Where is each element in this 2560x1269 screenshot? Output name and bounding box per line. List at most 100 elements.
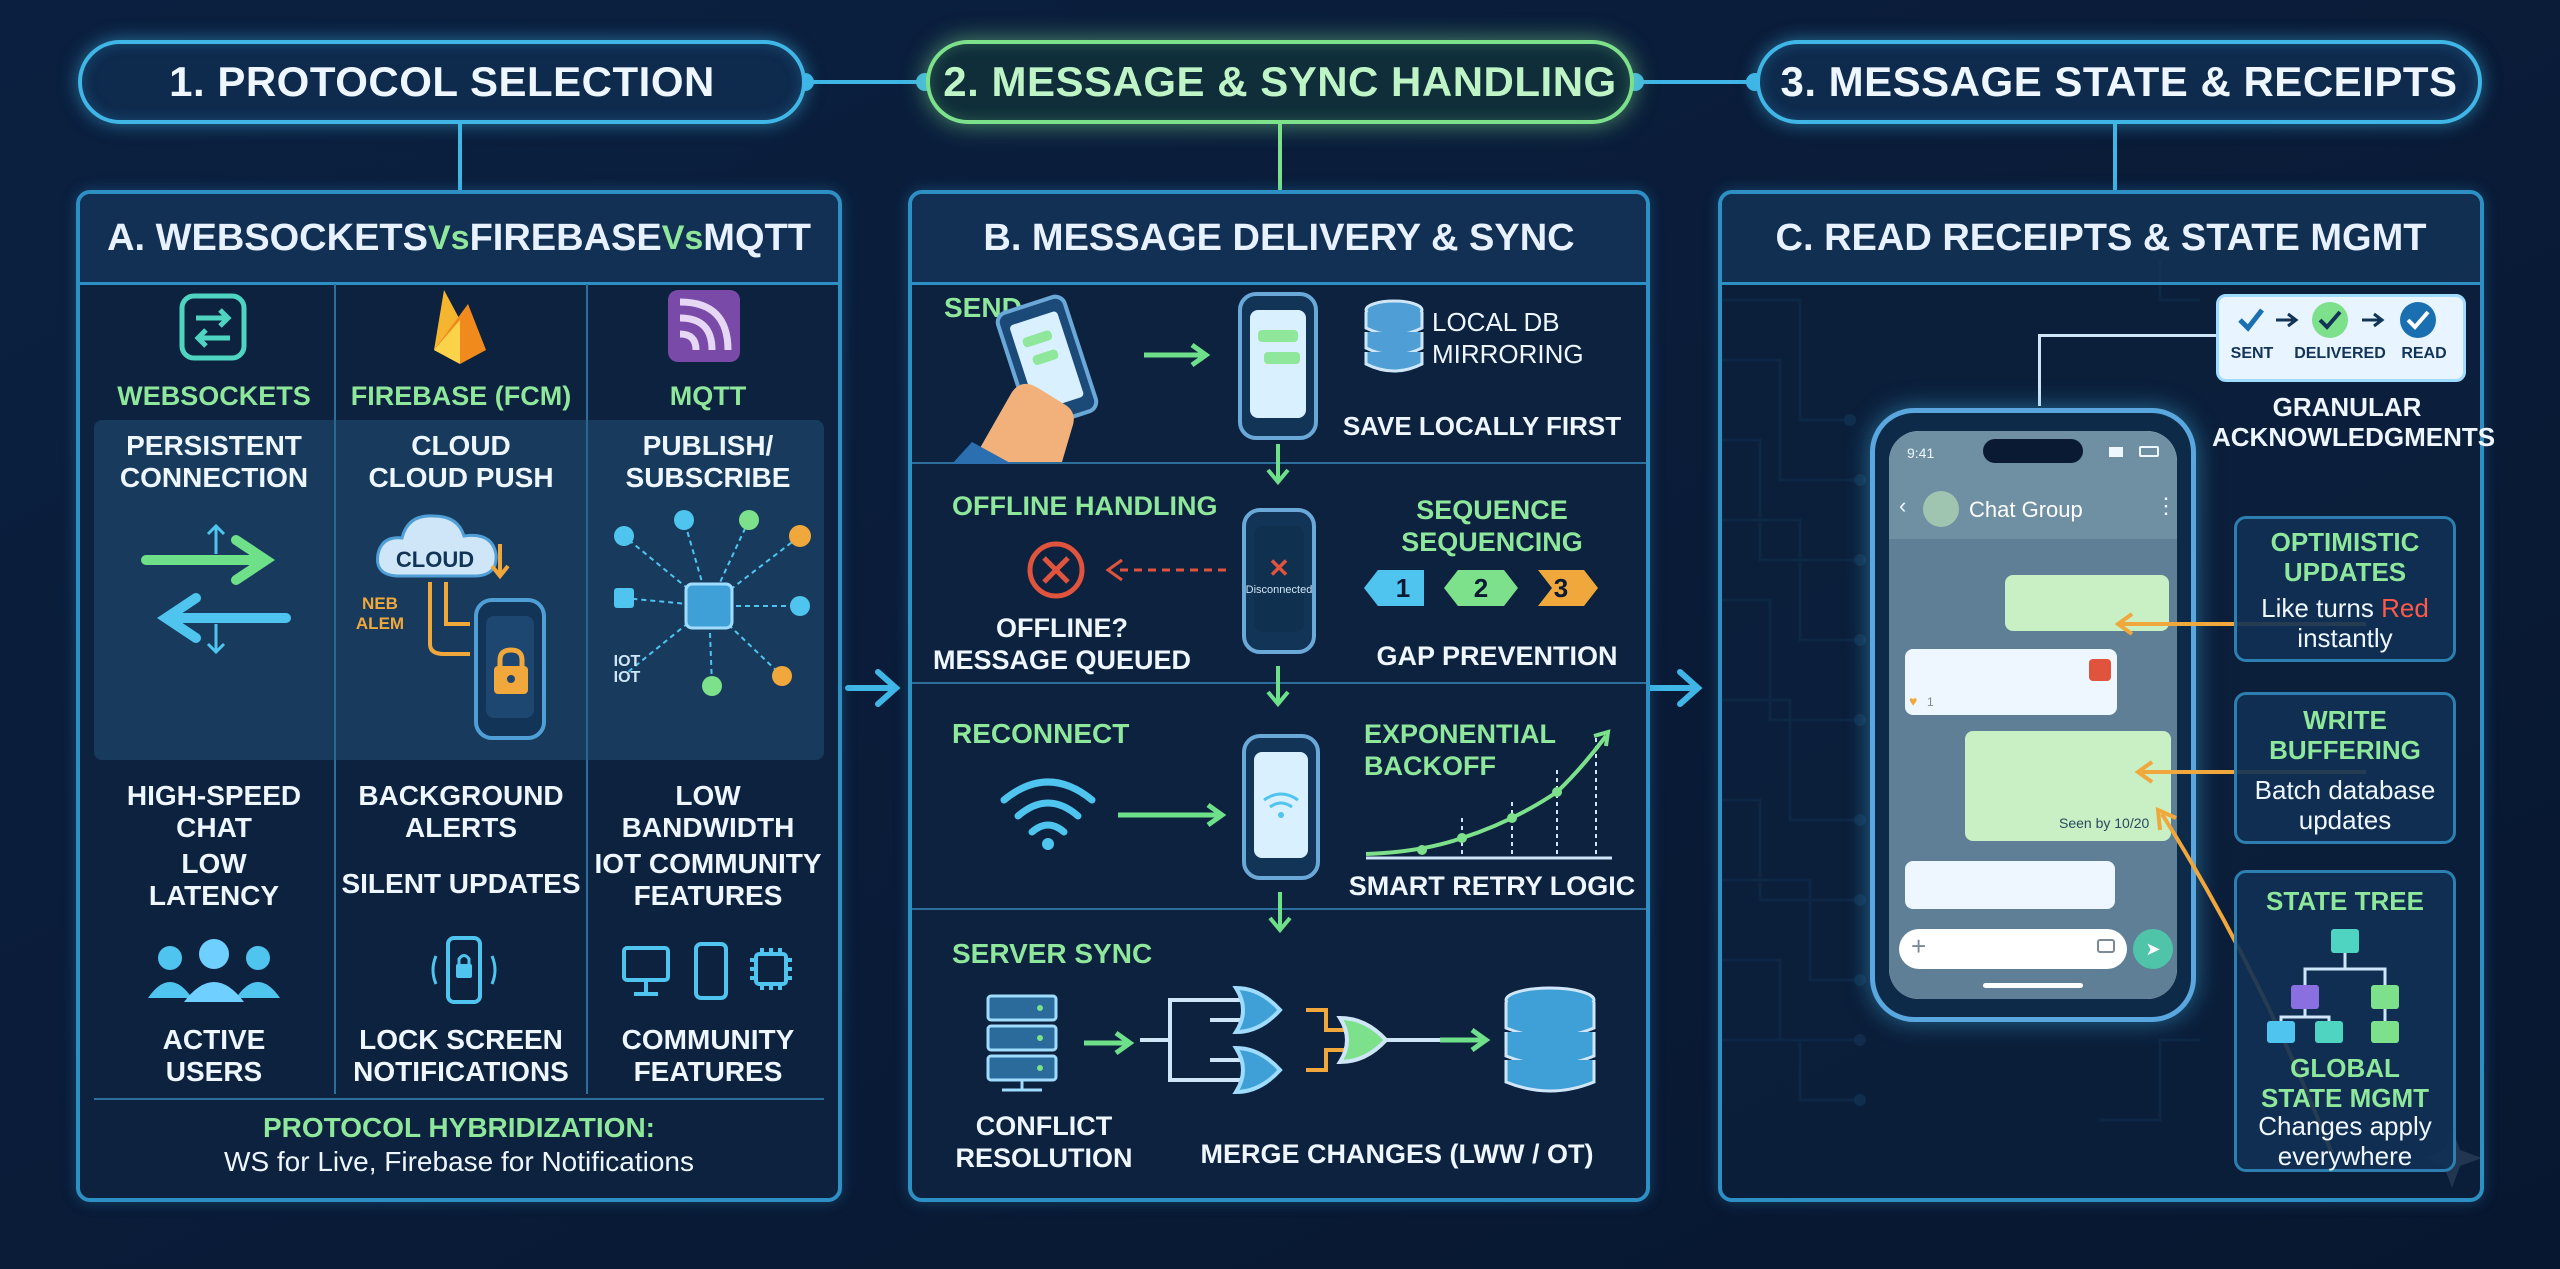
text-line: PERSISTENT [126,430,302,461]
text-line: IOT [613,653,641,670]
hybridization-desc: WS for Live, Firebase for Notifications [224,1146,694,1177]
text-line: CONFLICT [975,1111,1113,1141]
message-input[interactable] [1899,929,2127,969]
title-part: MQTT [703,216,811,259]
fb-use-silent: SILENT UPDATES [341,868,581,899]
text-line: instantly [2297,623,2393,653]
receipt-sent: SENT [2230,345,2274,362]
text-line: SEQUENCE [1416,495,1568,525]
title-part: A. WEBSOCKETS [107,216,428,259]
more-menu-icon[interactable]: ⋮ [2155,493,2177,518]
chat-phone: 9:41 ‹ Chat Group ⋮ ♥ 1 Seen by 10/20 + … [1870,408,2196,1022]
mqtt-icon [668,290,740,362]
locked-phone [474,598,546,740]
camera-icon[interactable] [2097,939,2115,953]
seq-3: 3 [1553,573,1569,603]
add-icon[interactable]: + [1911,931,1927,961]
reconnect-label: RECONNECT [952,718,1130,749]
header-protocol-selection: 1. PROTOCOL SELECTION [78,40,806,124]
text-line: FEATURES [633,880,783,911]
text-line: SEQUENCING [1401,527,1583,557]
lock-screen-icon [431,936,497,1004]
lock-icon [494,647,528,694]
text-line: SUBSCRIBE [625,462,791,493]
receipt-flow-icon [2238,302,2436,338]
text-line: updates [2298,805,2392,835]
sequence-tags [1364,570,1598,606]
status-icons [2109,445,2161,457]
back-chevron-icon[interactable]: ‹ [1899,493,1907,518]
like-icon[interactable] [2089,659,2111,681]
hybridization-title: PROTOCOL HYBRIDIZATION: [263,1112,655,1143]
arrow-right-icon [1118,802,1227,828]
state-tree-title: STATE TREE [2266,886,2424,916]
text-line: ACKNOWLEDGMENTS [2212,422,2496,452]
text-line: LOW [675,780,741,811]
message-bubble-out [2005,575,2169,631]
text-line: everywhere [2277,1141,2413,1171]
header-message-sync: 2. MESSAGE & SYNC HANDLING [926,40,1634,124]
message-bubble-out [1965,731,2171,841]
firebase-label: FIREBASE (FCM) [350,381,572,411]
text-line: MESSAGE QUEUED [932,645,1192,675]
text-line: COMMUNITY [621,1024,795,1055]
offline-handling-label: OFFLINE HANDLING [952,491,1218,521]
text-line: WRITE [2303,705,2387,735]
smart-retry-label: SMART RETRY LOGIC [1348,871,1636,901]
save-locally-label: SAVE LOCALLY FIRST [1342,411,1622,441]
text-line: CHAT [176,812,252,843]
server-icon [986,994,1058,1092]
home-indicator [1983,983,2083,988]
text-line: OFFLINE? [996,613,1128,643]
seq-2: 2 [1473,573,1489,603]
arrow-down-icon [1266,444,1290,486]
cloud-label: CLOUD [395,547,475,572]
arrow-right-icon [1440,1027,1491,1053]
users-icon [148,939,280,1002]
message-bubble-in [1905,861,2115,909]
wifi-small-icon [1263,792,1299,818]
title-vs: Vs [661,218,704,257]
text-line: BUFFERING [2269,735,2421,765]
offline-x-icon [1027,541,1085,599]
text-line: CLOUD PUSH [368,462,554,493]
firebase-icon [434,290,486,364]
mqtt-subtitle: PUBLISH/SUBSCRIBE [588,430,828,494]
cloud-icon [375,514,498,578]
text-line: LOW [181,848,247,879]
devices-icon [622,942,792,1000]
send-phone [1238,292,1318,440]
column-divider [586,284,588,1094]
text-line: OPTIMISTIC [2270,527,2420,557]
text-line: NOTIFICATIONS [353,1056,569,1087]
text-line: CONNECTION [119,462,309,493]
reaction-count: 1 [1927,695,1934,709]
arrow-right-icon [1084,1030,1135,1056]
text-line: GLOBAL [2290,1053,2400,1083]
text-line: STATE MGMT [2260,1083,2429,1113]
backoff-curve [1365,729,1612,860]
dashed-arrow-left-icon [1105,558,1226,582]
text-line: IOT [613,669,641,686]
text-line: USERS [165,1056,263,1087]
text-line: MIRRORING [1432,339,1584,369]
push-arrows-icon [428,544,510,656]
text-line: Like turns Red [2237,593,2453,623]
hand-phone-icon [952,294,1099,464]
text-line: ACTIVE [162,1024,266,1055]
send-button[interactable]: ➤ [2133,929,2173,969]
